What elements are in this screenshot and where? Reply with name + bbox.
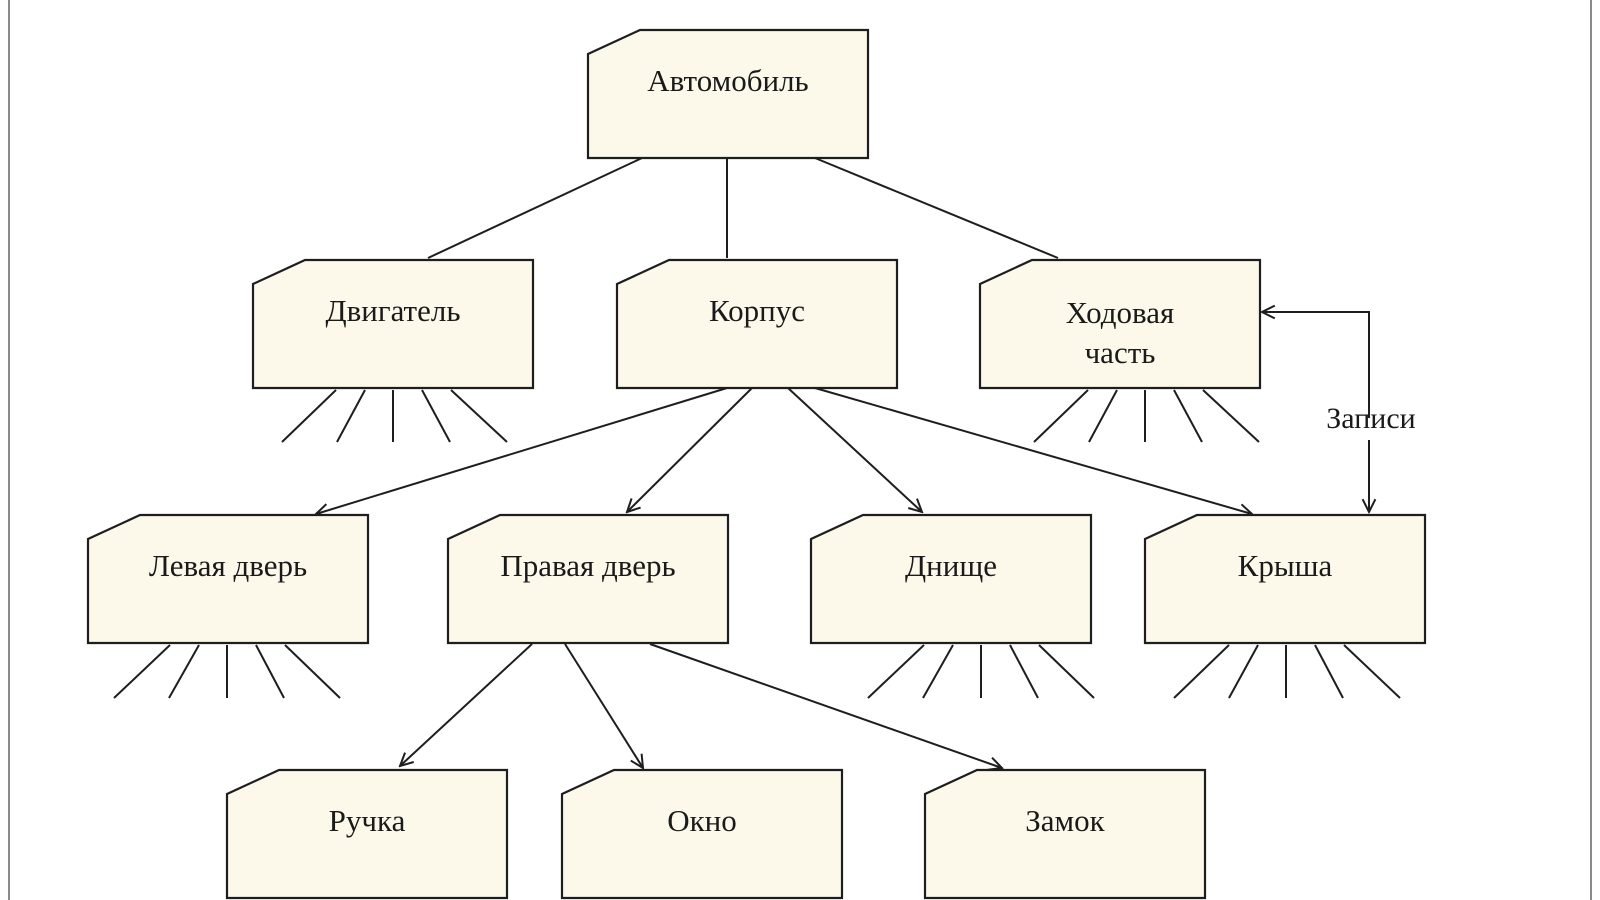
node-window[interactable]: Окно xyxy=(560,768,844,900)
edge-rightdoor-lock xyxy=(649,643,1002,768)
stubs-roof xyxy=(1173,644,1401,699)
stubs-bottom xyxy=(867,644,1095,699)
node-chassis-label-line1: Ходовая xyxy=(1066,295,1175,330)
node-car-label: Автомобиль xyxy=(647,63,808,98)
node-chassis-label-line2: часть xyxy=(1085,335,1156,370)
node-lock-label: Замок xyxy=(1025,803,1105,838)
node-handle-label: Ручка xyxy=(329,803,406,838)
edge-car-chassis xyxy=(814,157,1059,259)
node-engine[interactable]: Двигатель xyxy=(251,258,535,390)
edge-records-to-chassis xyxy=(1262,312,1370,418)
node-lock[interactable]: Замок xyxy=(923,768,1207,900)
node-handle[interactable]: Ручка xyxy=(225,768,509,900)
edge-rightdoor-handle xyxy=(400,643,533,766)
edge-body-roof xyxy=(814,387,1252,514)
node-engine-label: Двигатель xyxy=(326,293,461,328)
node-bottom-label: Днище xyxy=(905,548,997,583)
node-left-door-label: Левая дверь xyxy=(149,548,307,583)
edge-body-bottom xyxy=(787,387,922,512)
node-left-door[interactable]: Левая дверь xyxy=(86,513,370,645)
edge-body-right-door xyxy=(627,387,753,512)
edge-rightdoor-window xyxy=(564,643,643,768)
node-body[interactable]: Корпус xyxy=(615,258,899,390)
node-body-label: Корпус xyxy=(709,293,805,328)
node-right-door-label: Правая дверь xyxy=(500,548,675,583)
stubs-engine xyxy=(281,389,508,443)
node-right-door[interactable]: Правая дверь xyxy=(446,513,730,645)
node-car[interactable]: Автомобиль xyxy=(586,28,870,160)
node-bottom[interactable]: Днище xyxy=(809,513,1093,645)
edge-body-left-door xyxy=(316,387,728,514)
node-roof[interactable]: Крыша xyxy=(1143,513,1427,645)
node-window-label: Окно xyxy=(667,803,737,838)
node-roof-label: Крыша xyxy=(1238,548,1333,583)
stubs-left-door xyxy=(113,644,341,699)
edge-car-engine xyxy=(427,157,643,259)
edge-label-records: Записи xyxy=(1326,402,1415,435)
stubs-chassis xyxy=(1033,389,1260,443)
node-chassis[interactable]: Ходовая часть xyxy=(978,258,1262,390)
